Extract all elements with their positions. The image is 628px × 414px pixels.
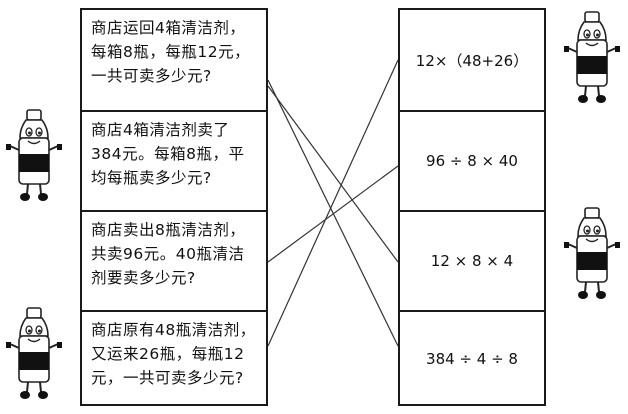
expressions-column: 12×（48+26） 96 ÷ 8 × 40 12 × 8 × 4 384 ÷ … [398, 8, 546, 406]
word-problem[interactable]: 商店运回4箱清洁剂，每箱8瓶，每瓶12元，一共可卖多少元? [91, 19, 251, 85]
match-line [267, 165, 399, 263]
expression[interactable]: 384 ÷ 4 ÷ 8 [400, 310, 544, 406]
word-problem[interactable]: 商店原有48瓶清洁剂，又运来26瓶，每瓶12元，一共可卖多少元? [82, 310, 266, 406]
word-problem[interactable]: 商店卖出8瓶清洁剂，共卖96元。40瓶清洁剂要卖多少元? [82, 210, 266, 310]
match-line [267, 59, 399, 347]
match-line [267, 79, 399, 347]
word-problem[interactable]: 商店4箱清洁剂卖了384元。每箱8瓶，平均每瓶卖多少元? [82, 110, 266, 210]
match-line [267, 85, 399, 263]
word-problems-column: 商店运回4箱清洁剂，每箱8瓶，每瓶12元，一共可卖多少元? 商店4箱清洁剂卖了3… [80, 8, 268, 406]
expression[interactable]: 96 ÷ 8 × 40 [400, 110, 544, 210]
expression[interactable]: 12 × 8 × 4 [400, 210, 544, 310]
expression[interactable]: 12×（48+26） [415, 51, 529, 70]
